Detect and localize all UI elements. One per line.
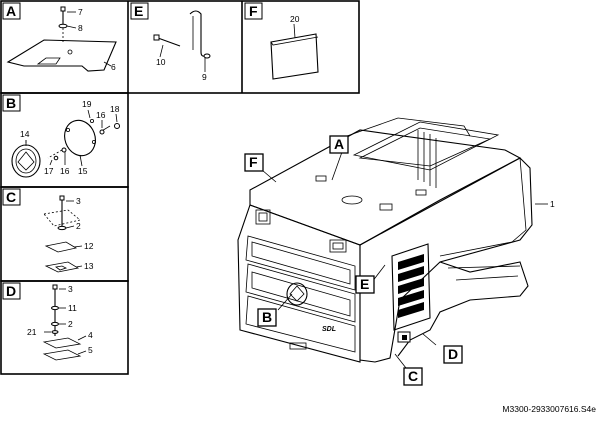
view-f-label-box [244,2,263,20]
view-b-label-box [2,94,21,112]
part-number: 19 [82,99,92,109]
callout-b-label: B [262,309,272,325]
part-number: 3 [68,284,73,294]
side-vent-grille [391,243,431,331]
front-grille-band [245,295,356,353]
callout-e-label: E [360,276,369,292]
part-number: 9 [202,72,207,82]
view-f: F 20 [244,2,319,80]
view-c: C 3 2 12 13 [2,188,94,273]
part-number: 18 [110,104,120,114]
view-f-label: F [249,3,258,19]
part-number: 4 [88,330,93,340]
part-number: 7 [78,7,83,17]
part-number: 17 [44,166,54,176]
emblem-base [64,119,96,157]
callout-d-label: D [448,346,458,362]
badge: SDL [322,326,336,333]
front-lamp [329,239,347,253]
insulation-pad [270,33,319,80]
view-c-label-box [2,188,21,206]
view-e: E 10 9 [130,2,211,82]
part-number: 3 [76,196,81,206]
inset-frames [0,0,360,375]
part-number: 11 [68,303,77,313]
front-grille-band [245,263,356,323]
callout-d [443,345,463,364]
part-number: 6 [111,62,116,72]
cab-assembly: SDL [237,117,548,369]
view-e-label: E [134,3,143,19]
figure-code: M3300-2933007616.S4e [502,404,596,414]
cab-roof [249,129,522,246]
grille-slots [398,254,424,318]
main-callouts: A F E B C D 1 [244,135,555,386]
part-number: 2 [76,221,81,231]
grab-handle [189,10,206,57]
part-number: 16 [96,110,106,120]
part-number: 15 [78,166,88,176]
view-c-label: C [6,189,16,205]
part-number: 12 [84,241,94,251]
callout-c-label: C [408,368,418,384]
callout-a-label: A [334,136,344,152]
callout-b [257,308,277,327]
view-d-label: D [6,283,16,299]
part-number: 21 [27,327,37,337]
part-number: 8 [78,23,83,33]
callout-f [244,153,264,172]
callout-a [329,135,349,154]
view-a-label-box [2,2,21,20]
view-e-label-box [130,2,149,20]
view-d: D 3 11 2 21 4 5 [2,282,93,361]
callout-f-label: F [249,154,258,170]
view-b-label: B [6,95,16,111]
part-number: 14 [20,129,30,139]
hinge-plate [42,349,82,361]
part-number: 2 [68,319,73,329]
front-lamp [255,209,271,225]
floor-plate [6,39,117,72]
cab-side-panel [359,157,533,363]
view-d-label-box [2,282,21,300]
cab-front-face [237,204,361,363]
part-number: 5 [88,345,93,355]
part-number: 13 [84,261,94,271]
front-grille-band [245,235,356,291]
front-emblem [286,282,308,306]
latch-plate [44,241,78,253]
hinge-plate [42,337,82,349]
view-b: B 19 16 18 14 17 16 15 [2,94,120,178]
part-number: 20 [290,14,300,24]
part-number-1: 1 [550,199,555,209]
callout-c [403,367,423,386]
part-number: 10 [156,57,166,67]
part-number: 16 [60,166,70,176]
view-a-label: A [6,3,16,19]
callout-e [355,275,375,294]
latch-plate [44,261,80,273]
view-a: A 7 8 6 [2,2,117,72]
